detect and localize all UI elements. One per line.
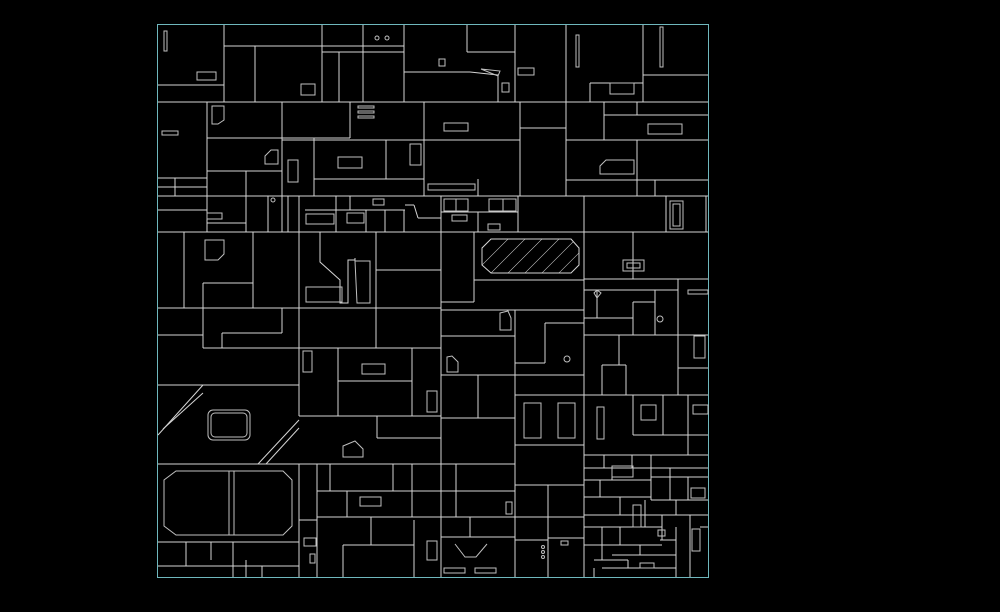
plan-boundary bbox=[157, 24, 709, 578]
wall-lines bbox=[157, 25, 708, 577]
room-features bbox=[161, 26, 709, 574]
hatched-zone bbox=[481, 238, 580, 274]
